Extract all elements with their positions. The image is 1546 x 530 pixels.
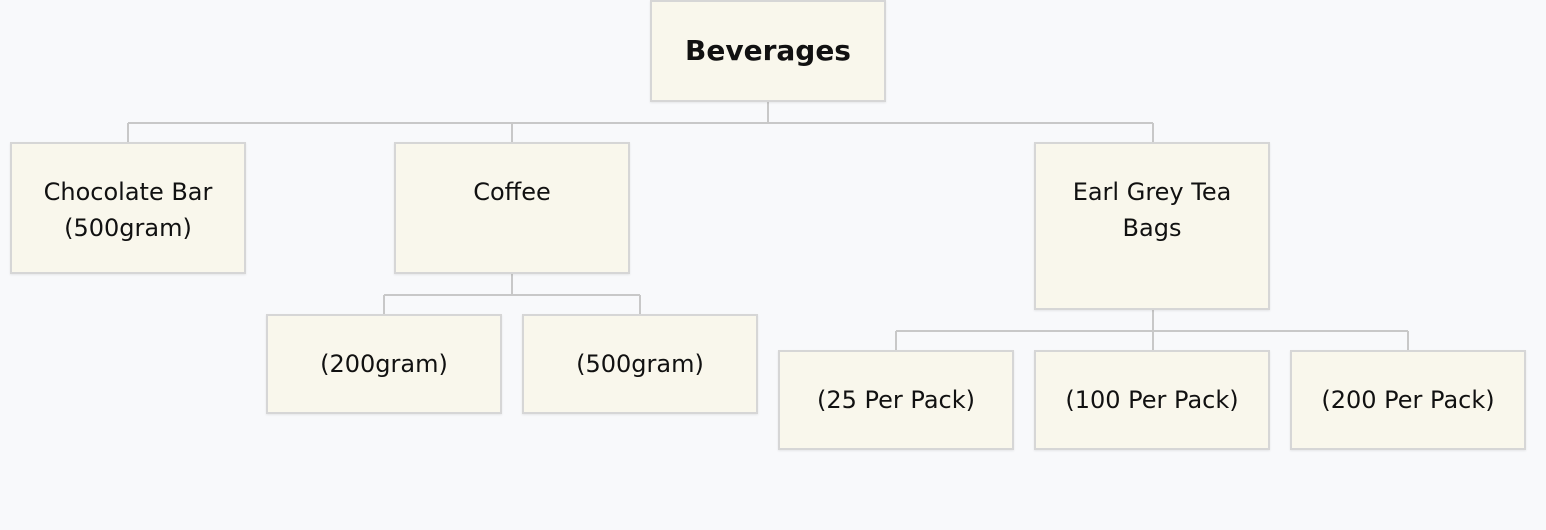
node-label: Chocolate Bar (500gram) [43, 178, 213, 242]
node-tea-200-per-pack[interactable]: (200 Per Pack) [1290, 350, 1526, 450]
node-coffee-500gram[interactable]: (500gram) [522, 314, 758, 414]
node-tea-100-per-pack[interactable]: (100 Per Pack) [1034, 350, 1270, 450]
node-label: Coffee [473, 178, 551, 206]
node-label: Earl Grey Tea Bags [1072, 178, 1232, 242]
node-earl-grey-tea-bags[interactable]: Earl Grey Tea Bags [1034, 142, 1270, 310]
node-label: Beverages [685, 34, 851, 67]
node-label: (200gram) [320, 350, 448, 378]
node-tea-25-per-pack[interactable]: (25 Per Pack) [778, 350, 1014, 450]
node-coffee-200gram[interactable]: (200gram) [266, 314, 502, 414]
node-coffee[interactable]: Coffee [394, 142, 630, 274]
node-label: (100 Per Pack) [1065, 386, 1239, 414]
node-chocolate-bar[interactable]: Chocolate Bar (500gram) [10, 142, 246, 274]
node-label: (25 Per Pack) [817, 386, 975, 414]
node-label: (200 Per Pack) [1321, 386, 1495, 414]
node-beverages[interactable]: Beverages [650, 0, 886, 102]
node-label: (500gram) [576, 350, 704, 378]
